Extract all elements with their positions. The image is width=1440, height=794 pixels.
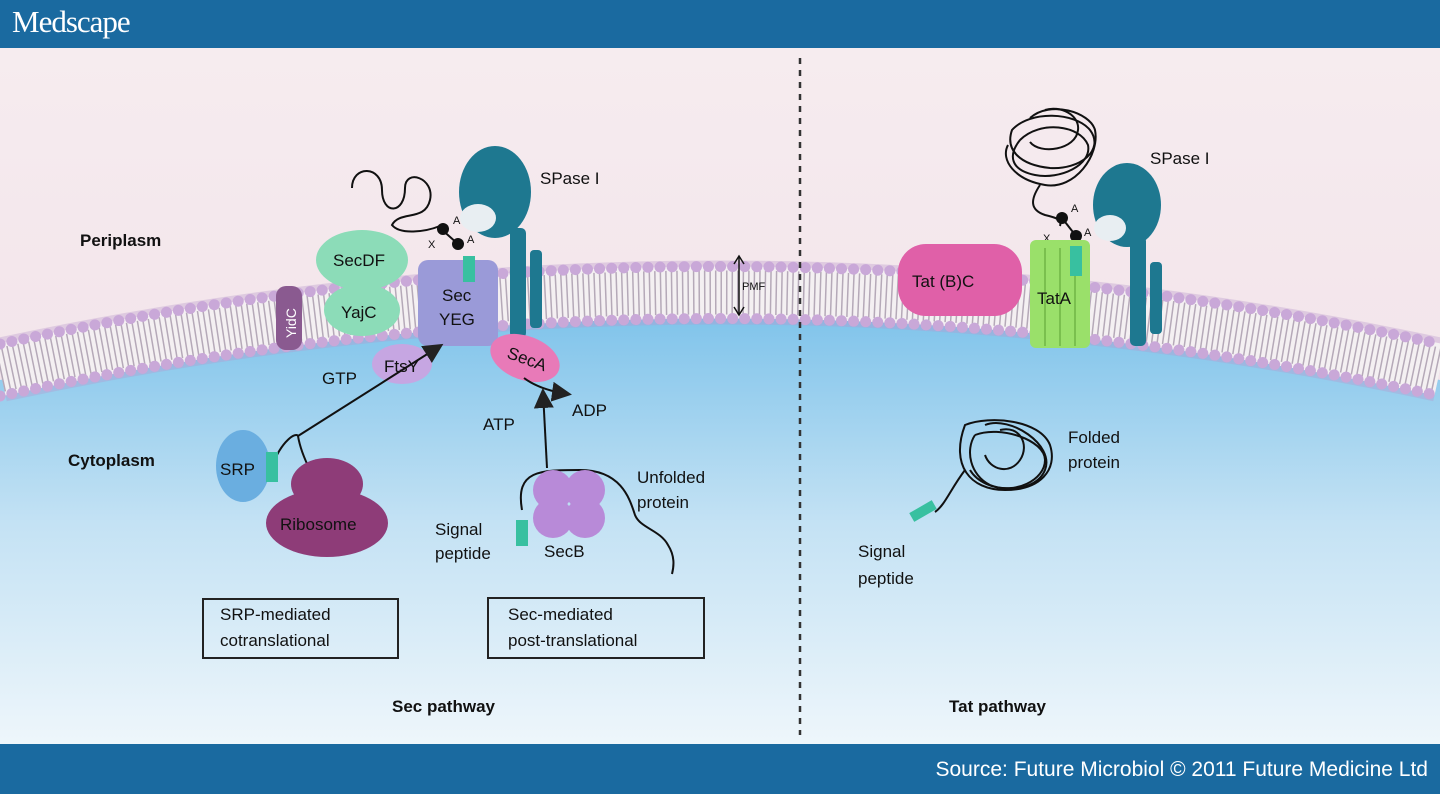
unfolded-label-line2: protein: [637, 493, 689, 512]
membrane-bilayer: [0, 260, 1440, 402]
tat-cleavage-site: X A A: [1043, 203, 1092, 245]
svg-text:X: X: [1043, 233, 1051, 245]
tatbc-complex: [898, 244, 1022, 316]
tat-signal-peptide: [909, 500, 937, 522]
tat-signal-label-line2: peptide: [858, 569, 914, 588]
tata-label: TatA: [1037, 289, 1072, 308]
secdf-complex: [316, 230, 408, 336]
secyeg-label-line1: Sec: [442, 286, 472, 305]
footer-bar: Source: Future Microbiol © 2011 Future M…: [0, 744, 1440, 794]
tat-spase-label: SPase I: [1150, 149, 1210, 168]
secyeg-translocon: [418, 260, 498, 346]
cytoplasm-label: Cytoplasm: [68, 451, 155, 470]
yidc-protein: [276, 286, 302, 350]
svg-text:A: A: [453, 215, 461, 227]
header-bar: Medscape: [0, 0, 1440, 48]
secyeg-label-line2: YEG: [439, 310, 475, 329]
srp-nascent-chain: [271, 434, 311, 471]
srp-label: SRP: [220, 460, 255, 479]
cytoplasm-region: [0, 305, 1440, 744]
medscape-logo[interactable]: Medscape: [12, 4, 131, 39]
protein-export-diagram: Periplasm Cytoplasm X A A SPase I SecDF: [0, 48, 1440, 744]
atp-label: ATP: [483, 415, 515, 434]
source-credit: Source: Future Microbiol © 2011 Future M…: [935, 758, 1429, 781]
tat-folded-protein: [934, 419, 1053, 513]
gtp-label: GTP: [322, 369, 357, 388]
atp-adp-arrow: [523, 377, 572, 402]
periplasm-label: Periplasm: [80, 231, 161, 250]
adp-label: ADP: [572, 401, 607, 420]
sec-box-line1: Sec-mediated: [508, 605, 613, 624]
svg-text:A: A: [1084, 227, 1092, 239]
secyeg-signal-peptide: [463, 256, 475, 282]
secb-chaperone: [533, 470, 605, 538]
sec-signal-label-line1: Signal: [435, 520, 482, 539]
secdf-label: SecDF: [333, 251, 385, 270]
srp-mediated-box: [202, 598, 399, 659]
tat-signal-label-line1: Signal: [858, 542, 905, 561]
sec-cleavage-site: X A A: [428, 215, 475, 251]
ftsy-protein: [372, 344, 432, 384]
sec-spase-label: SPase I: [540, 169, 600, 188]
sec-signal-label-line2: peptide: [435, 544, 491, 563]
ftsy-label: FtsY: [384, 357, 419, 376]
srp-to-ftsy-arrow: [297, 343, 444, 437]
tata-complex: [1030, 240, 1090, 348]
tat-spase-i: [1093, 163, 1162, 346]
srp-box-line1: SRP-mediated: [220, 605, 331, 624]
svg-text:A: A: [467, 234, 475, 246]
pmf-indicator: [733, 254, 745, 317]
tatbc-label: Tat (B)C: [912, 272, 974, 291]
folded-label-line1: Folded: [1068, 428, 1120, 447]
sec-mediated-box: [487, 597, 705, 659]
yidc-label: YidC: [283, 308, 299, 338]
folded-label-line2: protein: [1068, 453, 1120, 472]
pmf-label: PMF: [742, 281, 766, 293]
secb-label: SecB: [544, 542, 585, 561]
sec-exported-polypeptide: [351, 170, 441, 233]
tat-exported-folded-protein: [1004, 107, 1097, 227]
sec-box-line2: post-translational: [508, 631, 637, 650]
sec-signal-peptide: [516, 520, 528, 546]
tat-pathway-title: Tat pathway: [949, 697, 1047, 716]
ribosome-label: Ribosome: [280, 515, 357, 534]
sec-spase-i: [459, 146, 542, 338]
svg-text:X: X: [428, 239, 436, 251]
srp-box-line2: cotranslational: [220, 631, 330, 650]
sec-pathway-title: Sec pathway: [392, 697, 496, 716]
srp-particle: [216, 430, 270, 502]
unfolded-label-line1: Unfolded: [637, 468, 705, 487]
unfolded-protein-chain: [519, 468, 675, 575]
srp-signal-peptide: [266, 452, 278, 482]
yajc-label: YajC: [341, 303, 377, 322]
secb-to-seca-arrow: [533, 388, 554, 469]
svg-text:A: A: [1071, 203, 1079, 215]
seca-protein: [490, 333, 560, 383]
ribosome: [266, 458, 388, 557]
